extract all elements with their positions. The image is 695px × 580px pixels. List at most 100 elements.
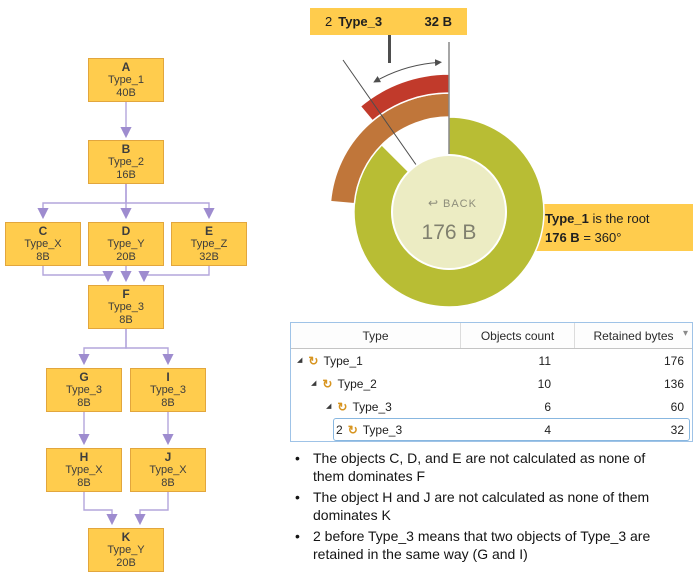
node-type: Type_Y [107, 238, 145, 251]
table-row[interactable]: ◢ ↻ Type_3 6 60 [291, 395, 692, 418]
node-size: 20B [116, 557, 136, 570]
instance-count: 2 [336, 422, 343, 437]
expander-icon[interactable]: ◢ [297, 357, 303, 364]
type-name: Type_1 [323, 353, 363, 368]
node-size: 40B [116, 87, 136, 100]
callout-connector-line [388, 35, 391, 63]
objects-count-cell: 4 [544, 422, 551, 437]
table-row[interactable]: ◢ ↻ Type_2 10 136 [291, 372, 692, 395]
root-type: Type_1 [545, 211, 589, 226]
node-id: D [121, 223, 131, 238]
type-name: Type_3 [352, 399, 392, 414]
segment-size: 32 B [424, 14, 452, 29]
node-id: E [204, 223, 213, 238]
flow-node-K: K Type_Y 20B [88, 528, 164, 572]
edge-B-C [37, 184, 127, 220]
sunburst-center-circle[interactable] [391, 154, 507, 270]
node-id: B [121, 141, 131, 156]
dominator-tree-arrows [37, 102, 215, 526]
edge-F-I [125, 329, 174, 366]
node-size: 20B [116, 251, 136, 264]
selected-segment-callout: 2 Type_3 32 B [310, 8, 467, 35]
note-item: • The object H and J are not calculated … [295, 489, 655, 524]
type-cell: ◢ ↻ Type_3 [291, 400, 461, 414]
back-button[interactable]: ↩ BACK 176 B [391, 154, 507, 270]
column-header-objects-count[interactable]: Objects count [461, 323, 575, 348]
flow-node-E: E Type_Z 32B [171, 222, 247, 266]
table-row-selected[interactable]: 2 ↻ Type_3 4 32 [291, 418, 692, 441]
selected-segment-label: 2 Type_3 [325, 14, 382, 29]
node-type: Type_3 [149, 384, 187, 397]
column-header-type[interactable]: Type [291, 323, 461, 348]
type-icon: ↻ [337, 399, 348, 414]
node-id: J [164, 449, 172, 464]
node-size: 8B [161, 397, 175, 410]
flow-node-C: C Type_X 8B [5, 222, 81, 266]
bullet-icon: • [295, 528, 300, 544]
node-type: Type_X [65, 464, 103, 477]
sort-desc-icon: ▾ [682, 328, 688, 339]
center-value: 176 B [422, 221, 477, 244]
table-row[interactable]: ◢ ↻ Type_1 11 176 [291, 349, 692, 372]
edge-E-F [138, 266, 210, 283]
node-id: G [79, 369, 89, 384]
node-type: Type_Z [190, 238, 228, 251]
edge-B-E [125, 184, 215, 220]
note-item: • The objects C, D, and E are not calcul… [295, 450, 655, 485]
retained-bytes-cell: 32 [670, 422, 684, 437]
note-text: 2 before Type_3 means that two objects o… [313, 528, 651, 562]
node-size: 16B [116, 169, 136, 182]
root-angle: = 360° [579, 229, 622, 245]
bullet-icon: • [295, 450, 300, 466]
node-type: Type_Y [107, 544, 145, 557]
note-text: The object H and J are not calculated as… [313, 489, 650, 523]
column-header-retained-bytes[interactable]: Retained bytes ▾ [575, 323, 692, 348]
node-size: 8B [36, 251, 50, 264]
edge-C-F [42, 266, 114, 283]
type-cell: 2 ↻ Type_3 [291, 423, 461, 437]
type-cell: ◢ ↻ Type_1 [291, 354, 461, 368]
retained-bytes-table: Type Objects count Retained bytes ▾ ◢ ↻ … [290, 322, 693, 442]
expander-icon[interactable]: ◢ [326, 403, 332, 410]
node-id: F [122, 286, 130, 301]
node-id: H [79, 449, 89, 464]
note-text: The objects C, D, and E are not calculat… [313, 450, 646, 484]
node-id: A [121, 59, 131, 74]
root-callout: Type_1 is the root 176 B = 360° [533, 204, 693, 251]
node-type: Type_3 [65, 384, 103, 397]
sunburst-chart: ↩ BACK 176 B [329, 42, 545, 308]
node-id: C [38, 223, 48, 238]
segment-count: 2 [325, 14, 333, 29]
node-size: 32B [199, 251, 219, 264]
column-header-label: Retained bytes [593, 328, 674, 343]
node-type: Type_3 [107, 301, 145, 314]
flow-node-F: F Type_3 8B [88, 285, 164, 329]
node-type: Type_X [24, 238, 62, 251]
node-size: 8B [77, 477, 91, 490]
objects-count-cell: 11 [538, 353, 551, 368]
flow-node-I: I Type_3 8B [130, 368, 206, 412]
root-callout-line2: 176 B = 360° [545, 229, 687, 248]
type-name: Type_2 [337, 376, 377, 391]
angle-arc-arrow [373, 59, 442, 83]
edge-J-K [134, 492, 169, 526]
flow-node-B: B Type_2 16B [88, 140, 164, 184]
note-item: • 2 before Type_3 means that two objects… [295, 528, 655, 563]
flow-node-G: G Type_3 8B [46, 368, 122, 412]
node-id: K [121, 529, 131, 544]
node-type: Type_1 [107, 74, 145, 87]
node-type: Type_2 [107, 156, 145, 169]
flow-node-H: H Type_X 8B [46, 448, 122, 492]
expander-icon[interactable]: ◢ [311, 380, 317, 387]
back-label: BACK [443, 198, 477, 210]
notes-list: • The objects C, D, and E are not calcul… [295, 450, 655, 567]
type-name: Type_3 [362, 422, 403, 437]
segment-type: Type_3 [338, 14, 383, 29]
root-size: 176 B [545, 229, 580, 245]
retained-bytes-cell: 60 [670, 399, 684, 414]
objects-count-cell: 10 [537, 376, 551, 391]
root-callout-line1: Type_1 is the root [545, 210, 687, 229]
back-icon: ↩ [428, 196, 438, 210]
flow-node-J: J Type_X 8B [130, 448, 206, 492]
node-type: Type_X [149, 464, 187, 477]
